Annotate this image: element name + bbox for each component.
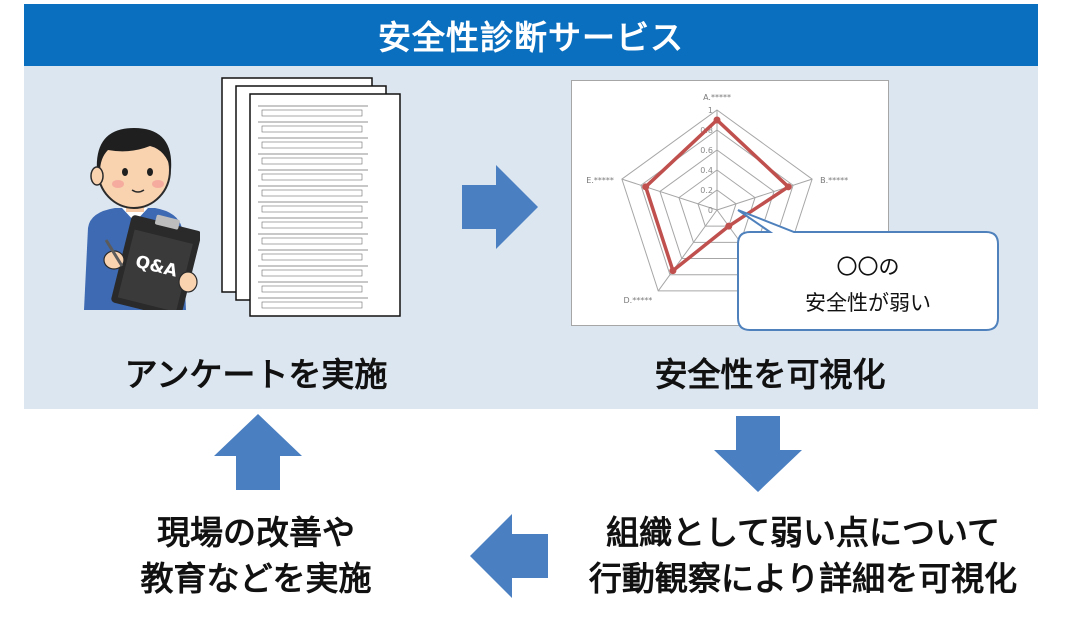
radar-spoke: [621, 178, 718, 211]
radar-axis-label: B.*****: [820, 176, 848, 185]
radar-axis-label: A.*****: [703, 93, 731, 102]
callout-line-2: 安全性が弱い: [805, 291, 931, 315]
radar-tick-label: 0: [708, 206, 713, 215]
right-arrow-icon: [462, 165, 538, 249]
document-answer-box: [261, 109, 363, 117]
down-arrow-icon: [714, 416, 802, 492]
radar-tick-label: 0.4: [700, 166, 713, 175]
radar-grid-ring: [640, 129, 794, 276]
radar-series-line: [643, 118, 791, 273]
service-title: 安全性診断サービス: [378, 18, 684, 57]
document-answer-box: [261, 253, 363, 261]
radar-data-point: [713, 116, 721, 124]
radar-data-point: [642, 183, 650, 191]
person-illustration: Q&A: [84, 128, 200, 310]
radar-grid-ring: [678, 169, 756, 243]
document-answer-box: [261, 221, 363, 229]
radar-tick-label: 1: [708, 106, 713, 115]
document-answer-box: [261, 173, 363, 181]
document-answer-box: [261, 157, 363, 165]
step-observe-label: 組織として弱い点について 行動観察により詳細を可視化: [548, 510, 1058, 602]
radar-grid-ring: [697, 189, 737, 227]
document-answer-box: [261, 301, 363, 309]
step-observe-line-2: 行動観察により詳細を可視化: [588, 559, 1018, 598]
left-arrow-icon: [470, 514, 548, 598]
step-visualize-label: 安全性を可視化: [654, 355, 886, 394]
document-answer-box: [261, 189, 363, 197]
radar-grid-ring: [659, 149, 775, 260]
radar-grid-ring: [621, 109, 813, 292]
radar-data-point: [669, 267, 677, 275]
document-answer-box: [261, 205, 363, 213]
radar-spoke: [657, 209, 718, 292]
callout-bubble: 〇〇の 安全性が弱い: [737, 209, 999, 331]
radar-axis-label: D.*****: [624, 296, 653, 305]
callout-line-1: 〇〇の: [837, 255, 900, 279]
step-survey-label: アンケートを実施: [124, 355, 388, 394]
radar-tick-label: 0.6: [700, 146, 713, 155]
document-answer-box: [261, 125, 363, 133]
document-answer-box: [261, 269, 363, 277]
document-answer-box: [261, 237, 363, 245]
document-answer-box: [261, 285, 363, 293]
step-improve-line-2: 教育などを実施: [140, 559, 372, 598]
up-arrow-icon: [214, 414, 302, 490]
radar-spoke: [716, 178, 813, 211]
step-improve-line-1: 現場の改善や: [157, 513, 355, 552]
step-improve-label: 現場の改善や 教育などを実施: [96, 510, 416, 602]
radar-data-point: [725, 222, 733, 230]
radar-tick-label: 0.2: [700, 186, 713, 195]
radar-axis-label: E.*****: [586, 176, 614, 185]
questionnaire-document-stack: [221, 77, 401, 317]
document-answer-box: [261, 141, 363, 149]
step-observe-line-1: 組織として弱い点について: [605, 513, 1001, 552]
radar-data-point: [784, 183, 792, 191]
service-title-bar: 安全性診断サービス: [24, 4, 1038, 66]
